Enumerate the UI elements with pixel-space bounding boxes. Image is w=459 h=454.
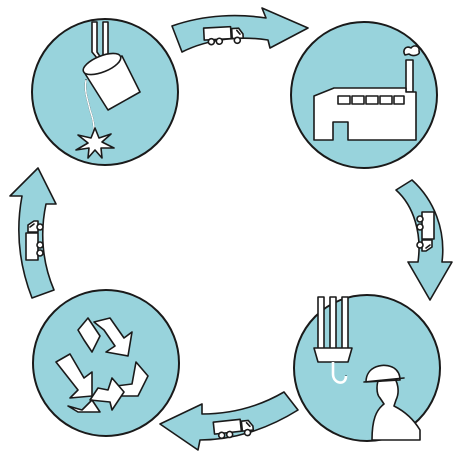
stage-recycling: [33, 290, 179, 436]
transport-use-to-recycling: [160, 392, 298, 450]
stage-factory: [291, 22, 437, 168]
stage-use: [294, 295, 440, 441]
transport-recycling-to-casting: [10, 168, 56, 298]
stage-use-disc: [294, 295, 440, 441]
transport-casting-to-factory: [172, 8, 308, 52]
stage-recycling-disc: [33, 290, 179, 436]
truck-icon: [204, 26, 244, 45]
stage-casting: [32, 19, 178, 165]
transport-factory-to-use: [396, 180, 452, 300]
